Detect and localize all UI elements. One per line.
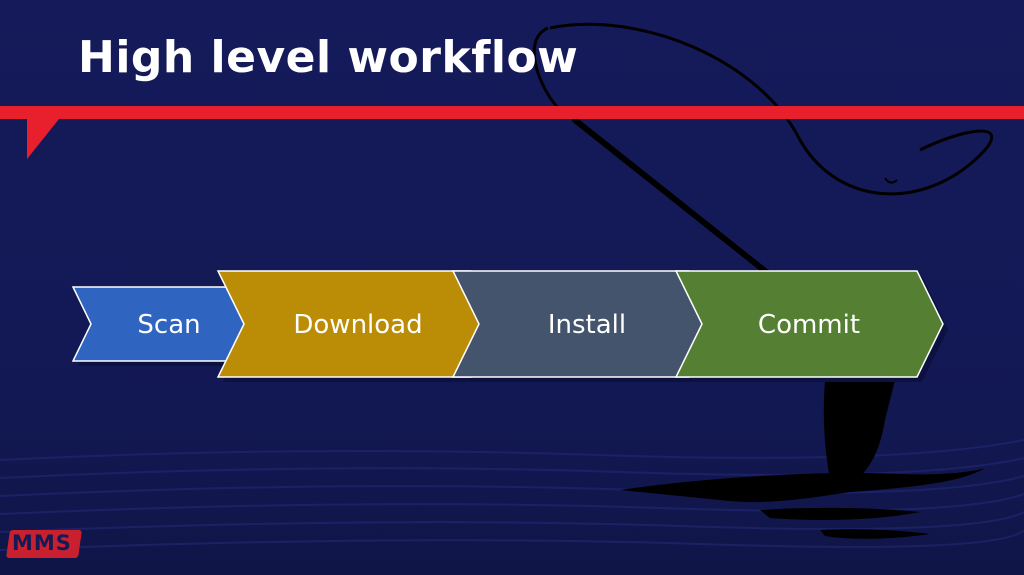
workflow-step-download: Download: [216, 270, 498, 378]
slide-title: High level workflow: [78, 32, 579, 83]
workflow-step-label: Download: [293, 310, 422, 340]
workflow-step-label: Commit: [758, 310, 860, 340]
workflow-step-label: Install: [548, 310, 626, 340]
workflow-step-scan: Scan: [71, 286, 272, 362]
workflow-step-install: Install: [451, 270, 716, 378]
workflow-step-label: Scan: [137, 310, 200, 340]
title-underline-bar: [0, 106, 1024, 119]
workflow-step-commit: Commit: [674, 270, 944, 378]
mms-logo-text: MMS: [12, 531, 72, 555]
title-bar-tab: [27, 119, 59, 159]
